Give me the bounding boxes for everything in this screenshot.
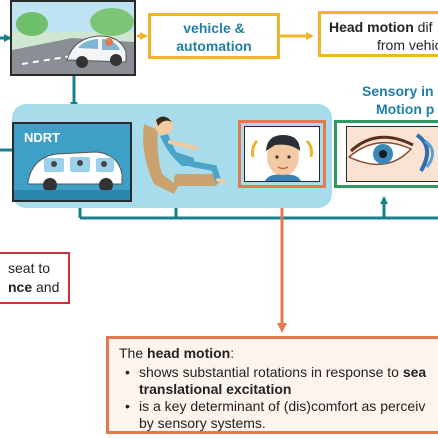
reclined-passenger-icon [143,116,226,194]
head-rotation-icon [251,135,313,181]
head-motion-top-line1: Head motion dif [329,18,438,36]
bullet1-line2-bold: translational excitation [139,381,292,397]
left-red-box: seat to nce and [0,252,70,304]
eye-frame [334,120,438,188]
head-motion-top-box: Head motion dif from vehic [318,11,438,57]
summary-bullet-2: • is a key determinant of (dis)comfort a… [119,398,438,415]
summary-bullet-2-line2: by sensory systems. [119,415,438,431]
car-scene-image [10,0,136,76]
ndrt-tile: NDRT [12,122,132,202]
left-red-bold: nce [8,279,33,295]
left-red-rest: and [32,279,60,295]
car-scene-icon [12,2,134,74]
eye-icon [347,133,434,173]
bullet-dot-2: • [125,398,130,414]
sensory-heading: Sensory in Motion p [362,82,438,118]
head-motion-top-bold: Head motion [329,19,414,35]
sensory-line2: Motion p [376,101,435,117]
vehicle-automation-line1: vehicle & [183,20,245,36]
head-motion-top-line2: from vehic [377,37,438,53]
head-frame [238,120,326,188]
vehicle-automation-box: vehicle & automation [148,13,280,59]
head-motion-top-rest: dif [413,19,433,35]
passenger-tile [134,104,230,202]
summary-title: The head motion: [119,345,438,362]
ndrt-vehicle-icon [14,151,130,200]
head-tile [244,126,320,182]
bullet-dot-1: • [125,364,130,380]
summary-bullet-1: • shows substantial rotations in respons… [119,364,438,381]
ndrt-label: NDRT [24,130,61,145]
bullet1-bold-tail: sea [402,364,427,380]
left-red-line1: seat to [8,260,51,276]
sensory-line1: Sensory in [362,83,434,99]
vehicle-automation-line2: automation [176,38,252,54]
summary-bullet-1-line2: translational excitation [119,381,438,398]
summary-title-suffix: : [230,345,235,361]
bullet1-text: shows substantial rotations in response … [139,364,403,380]
head-motion-summary-box: The head motion: • shows substantial rot… [106,336,438,434]
summary-title-bold: head motion [147,345,231,361]
bullet2-line2: by sensory systems. [139,415,266,431]
summary-title-prefix: The [119,345,148,361]
bullet2-line1: is a key determinant of (dis)comfort as … [139,398,426,414]
eye-tile [346,126,438,182]
left-red-line2: nce and [8,278,68,297]
